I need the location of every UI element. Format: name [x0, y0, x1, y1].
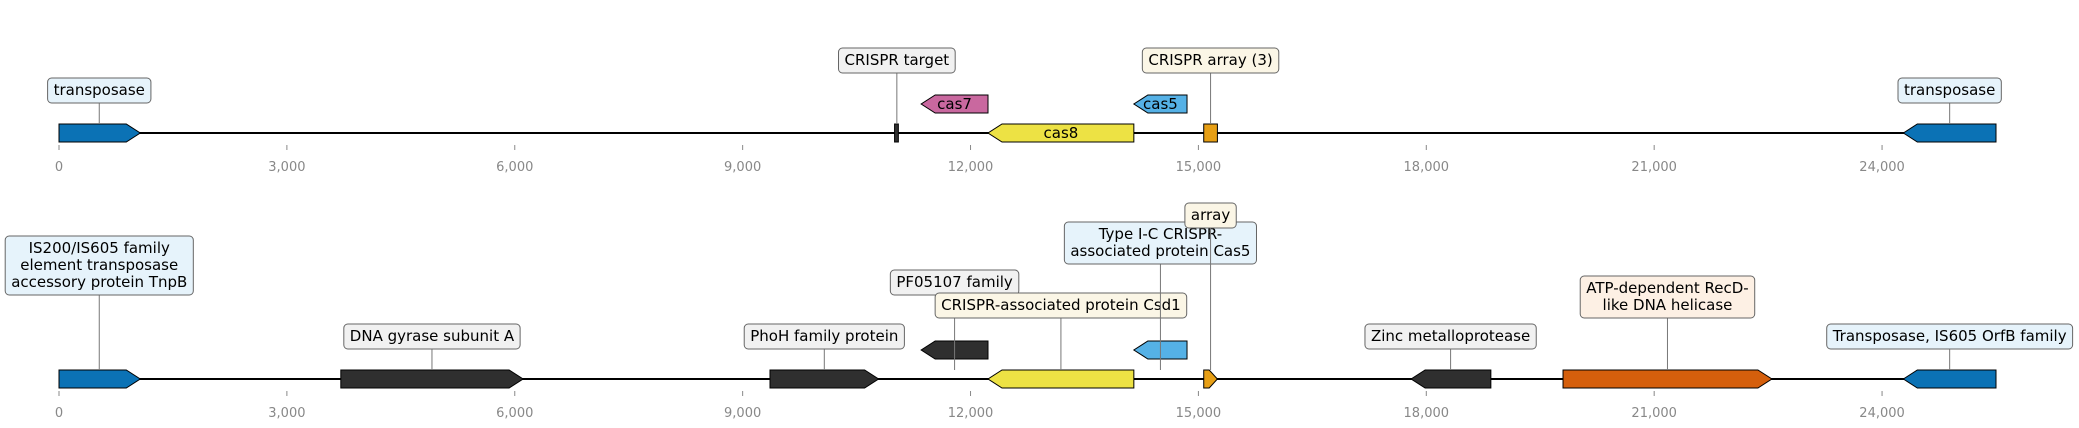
tick-label: 3,000: [268, 160, 305, 175]
callout-box: [934, 292, 1188, 319]
tick-label: 9,000: [724, 160, 761, 175]
orfb-gene: [1902, 369, 1997, 389]
dna-gyrase-gene: [340, 369, 525, 389]
tick-label: 21,000: [1631, 160, 1677, 175]
callout-text: CRISPR array (3): [1148, 51, 1272, 69]
callout-box: [1063, 221, 1257, 265]
tick-label: 9,000: [724, 406, 761, 421]
callout-text: PhoH family protein: [750, 327, 898, 345]
crispr-target-callout: CRISPR target: [838, 47, 956, 124]
transposase-1: [58, 123, 142, 143]
track-top: 0 3,000 6,000 9,000 12,000 15,000 18,000 21,000…: [47, 47, 2002, 175]
zinc-metalloprotease-callout: Zinc metalloprotease: [1364, 323, 1537, 370]
tick-label: 15,000: [1176, 406, 1222, 421]
tick-label: 18,000: [1404, 160, 1450, 175]
tick-label: 24,000: [1859, 406, 1905, 421]
callout-box: [4, 235, 194, 296]
transposase-2: [1902, 123, 1997, 143]
cas5: [1132, 94, 1188, 114]
callout-text: element transposase: [20, 256, 178, 274]
array-feature: [1203, 369, 1219, 389]
tick-label: 0: [55, 406, 63, 421]
crispr-target: [894, 123, 899, 143]
callout-text: CRISPR-associated protein Csd1: [941, 296, 1181, 314]
tick-label: 21,000: [1631, 406, 1677, 421]
callout-text: transposase: [54, 81, 145, 99]
callout-box: [1364, 323, 1537, 350]
callout-box: [1184, 202, 1237, 229]
callout-box: [1141, 47, 1280, 74]
csd1-gene: [987, 369, 1135, 389]
callout-text: array: [1191, 206, 1230, 224]
array-callout: array: [1184, 202, 1237, 370]
track-bottom: 0 3,000 6,000 9,000 12,000 15,000 18,000 21,000…: [4, 202, 2074, 421]
phoh-callout: PhoH family protein: [743, 323, 905, 370]
callout-text: PF05107 family: [896, 273, 1013, 291]
callout-box: [838, 47, 956, 74]
callout-text: ATP-dependent RecD-: [1586, 279, 1749, 297]
transposase-callout-1: transposase: [47, 77, 152, 124]
callout-box: [743, 323, 905, 350]
tnpb-gene: [58, 369, 142, 389]
dna-gyrase-callout: DNA gyrase subunit A: [343, 323, 521, 370]
callout-text: Transposase, IS605 OrfB family: [1832, 327, 2067, 345]
callout-box: [1897, 77, 2002, 104]
callout-text: Type I-C CRISPR-: [1098, 225, 1222, 243]
tick-label: 0: [55, 160, 63, 175]
crispr-array-callout: CRISPR array (3): [1141, 47, 1280, 124]
tick-label: 6,000: [496, 160, 533, 175]
orfb-callout: Transposase, IS605 OrfB family: [1826, 323, 2074, 370]
crispr-array: [1203, 123, 1218, 143]
callout-box: [1579, 275, 1756, 319]
callout-text: transposase: [1904, 81, 1995, 99]
tick-label: 15,000: [1176, 160, 1222, 175]
tick-label: 3,000: [268, 406, 305, 421]
callout-text: DNA gyrase subunit A: [350, 327, 515, 345]
cas7-label: cas7: [937, 95, 972, 113]
cas7: [920, 94, 989, 114]
callout-box: [343, 323, 521, 350]
callout-text: CRISPR target: [845, 51, 950, 69]
callout-box: [47, 77, 152, 104]
callout-text: Zinc metalloprotease: [1371, 327, 1530, 345]
phoh-gene: [769, 369, 880, 389]
zinc-metalloprotease-gene: [1410, 369, 1492, 389]
callout-box: [1826, 323, 2074, 350]
tick-label: 6,000: [496, 406, 533, 421]
tick-label: 12,000: [948, 160, 994, 175]
callout-text: accessory protein TnpB: [11, 273, 187, 291]
tick-label: 24,000: [1859, 160, 1905, 175]
cas8-label: cas8: [1044, 124, 1079, 142]
callout-text: IS200/IS605 family: [29, 239, 170, 257]
transposase-callout-2: transposase: [1897, 77, 2002, 124]
callout-text: associated protein Cas5: [1070, 242, 1250, 260]
callout-text: like DNA helicase: [1603, 296, 1733, 314]
cas8: [987, 123, 1135, 143]
recd-helicase-gene: [1562, 369, 1773, 389]
csd1-callout: CRISPR-associated protein Csd1: [934, 292, 1188, 370]
pf05107-callout: PF05107 family: [889, 269, 1020, 370]
tick-label: 18,000: [1404, 406, 1450, 421]
recd-helicase-callout: ATP-dependent RecD-like DNA helicase: [1579, 275, 1756, 370]
cas5-label: cas5: [1143, 95, 1178, 113]
cas5-callout: Type I-C CRISPR-associated protein Cas5: [1063, 221, 1257, 370]
tick-label: 12,000: [948, 406, 994, 421]
